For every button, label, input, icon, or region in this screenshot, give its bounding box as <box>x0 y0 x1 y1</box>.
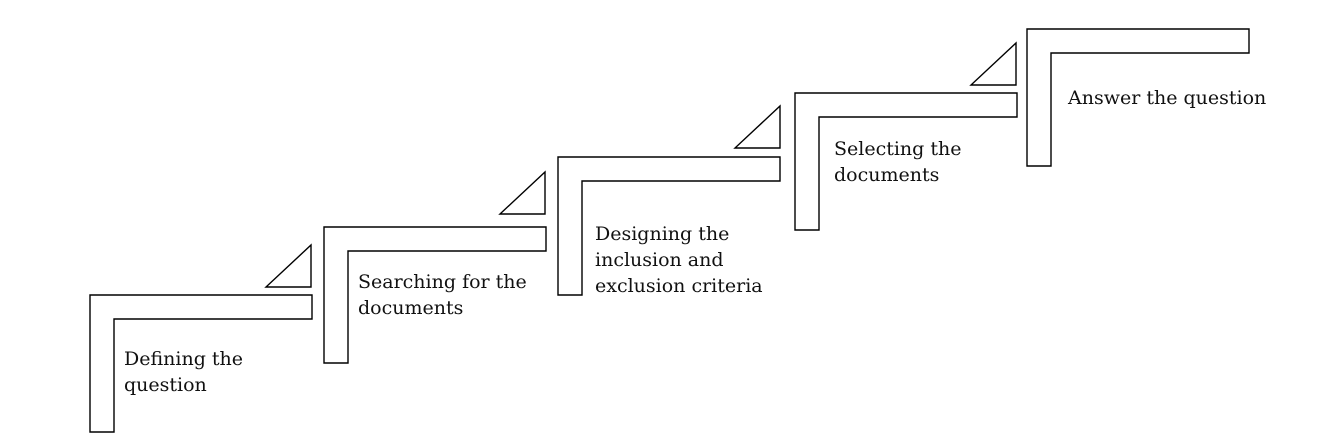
step-3-bracket <box>557 156 781 296</box>
step-1-line-1: Defining the <box>124 348 244 370</box>
step-2-bracket <box>323 226 547 364</box>
step-4-bracket <box>794 92 1018 231</box>
step-4-line-1: Selecting the <box>834 138 962 160</box>
step-3-line-3: exclusion criteria <box>595 275 763 297</box>
step-3-label: Designing the inclusion and exclusion cr… <box>595 221 763 299</box>
step-4-line-2: documents <box>834 164 940 186</box>
step-2-label: Searching for the documents <box>358 269 527 321</box>
step-2-triangle <box>498 170 546 215</box>
step-4-triangle <box>969 41 1017 86</box>
step-2-line-1: Searching for the <box>358 271 527 293</box>
step-1-bracket <box>89 294 313 433</box>
step-5-bracket <box>1026 28 1250 167</box>
step-4-label: Selecting the documents <box>834 136 962 188</box>
step-2-line-2: documents <box>358 297 464 319</box>
step-3-line-1: Designing the <box>595 223 730 245</box>
step-3-triangle <box>733 104 781 149</box>
step-1-line-2: question <box>124 374 207 396</box>
step-5-label: Answer the question <box>1068 85 1266 111</box>
step-1-triangle <box>264 243 312 288</box>
step-3-line-2: inclusion and <box>595 249 724 271</box>
step-1-label: Defining the question <box>124 346 243 398</box>
step-5-line-1: Answer the question <box>1068 87 1267 109</box>
